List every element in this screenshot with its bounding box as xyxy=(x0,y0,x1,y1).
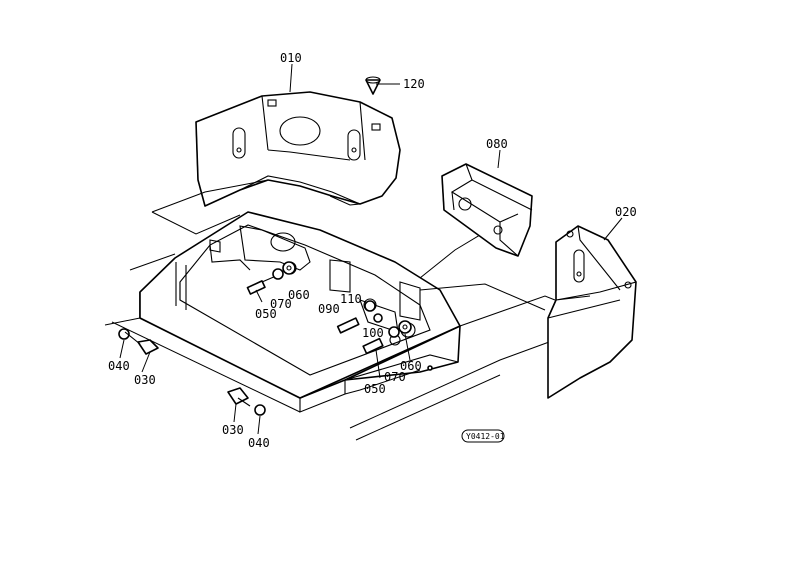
label-080: 080 xyxy=(486,137,508,151)
label-020: 020 xyxy=(615,205,637,219)
label-060-upper: 060 xyxy=(288,288,310,302)
label-040-left: 040 xyxy=(108,359,130,373)
label-100: 100 xyxy=(362,326,384,340)
label-040-bottom: 040 xyxy=(248,436,270,450)
explode-lines xyxy=(104,179,561,441)
part-080-block xyxy=(441,163,533,257)
label-010: 010 xyxy=(280,51,302,65)
label-050-lower: 050 xyxy=(364,382,386,396)
label-070-upper: 070 xyxy=(270,297,292,311)
hardware xyxy=(246,261,433,371)
external-hardware xyxy=(118,328,266,416)
drawing-code-badge: Y0412-01 xyxy=(461,429,505,443)
label-030-bottom: 030 xyxy=(222,423,244,437)
drawing-code: Y0412-01 xyxy=(466,432,505,441)
label-120: 120 xyxy=(403,77,425,91)
part-010-bracket xyxy=(195,91,401,207)
part-020-bracket xyxy=(547,225,637,399)
label-110: 110 xyxy=(340,292,362,306)
label-090: 090 xyxy=(318,302,340,316)
label-leaders xyxy=(119,63,623,435)
label-060-lower: 060 xyxy=(400,359,422,373)
part-labels: 010 120 080 020 060 070 050 110 090 100 … xyxy=(108,51,637,450)
label-070-lower: 070 xyxy=(384,370,406,384)
label-050-upper: 050 xyxy=(255,307,277,321)
main-frame xyxy=(139,211,461,413)
label-030-left: 030 xyxy=(134,373,156,387)
part-120-plug xyxy=(365,76,381,95)
